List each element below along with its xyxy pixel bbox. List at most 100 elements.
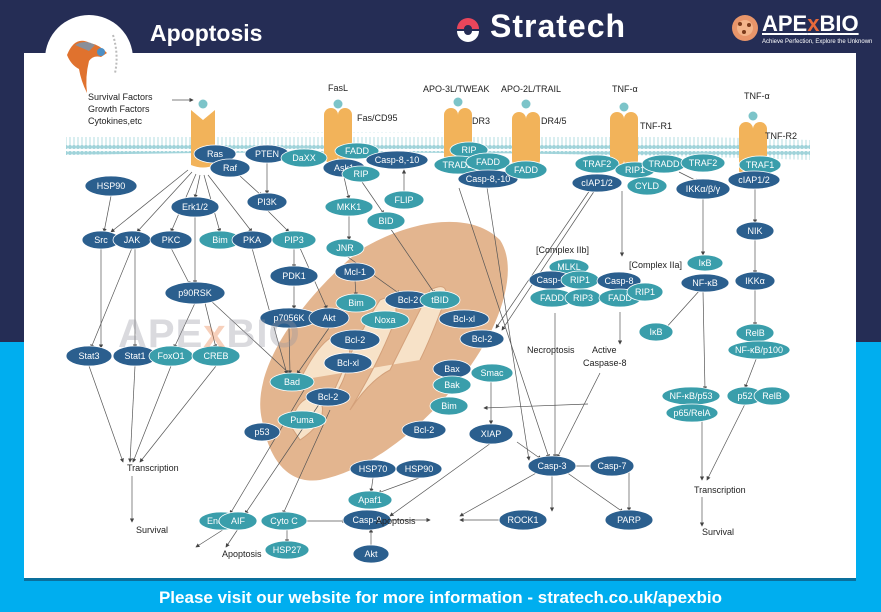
node-ikk-[interactable]: IKKα/β/γ <box>675 178 731 200</box>
node-hsp90[interactable]: HSP90 <box>84 175 138 197</box>
node-pkc[interactable]: PKC <box>149 230 193 250</box>
node-flip[interactable]: FLIP <box>383 190 425 210</box>
edge-arrow <box>556 372 601 459</box>
node-ikk-[interactable]: IKKα <box>734 271 776 291</box>
edge-arrow <box>495 189 591 329</box>
node-akt[interactable]: Akt <box>352 544 390 564</box>
node-tbid[interactable]: tBID <box>419 290 461 310</box>
label-necroptosis: Necroptosis <box>527 345 575 355</box>
node-hsp90[interactable]: HSP90 <box>395 459 443 479</box>
node-label: RIP <box>353 169 368 179</box>
node-shape <box>527 455 577 477</box>
node-label: PI3K <box>257 197 277 207</box>
node-shape <box>271 230 317 250</box>
node-casp-8-10[interactable]: Casp-8,-10 <box>365 150 429 170</box>
node-hsp27[interactable]: HSP27 <box>264 540 310 560</box>
node-tradd[interactable]: TRADD <box>641 154 687 174</box>
node-pka[interactable]: PKA <box>231 230 273 250</box>
node-label: Bim <box>348 298 364 308</box>
node-bad[interactable]: Bad <box>269 372 315 392</box>
node-casp-8-10[interactable]: Casp-8,-10 <box>457 169 519 189</box>
node-i-b[interactable]: IκB <box>638 322 674 342</box>
edge-arrow <box>170 247 191 286</box>
node-label: HSP70 <box>359 464 388 474</box>
node-casp-9[interactable]: Casp-9 <box>342 509 392 531</box>
node-bim[interactable]: Bim <box>335 293 377 313</box>
node-p53[interactable]: p53 <box>243 422 281 442</box>
node-label: RIP1 <box>635 287 655 297</box>
node-bax[interactable]: Bax <box>432 359 472 379</box>
node-bim[interactable]: Bim <box>429 396 469 416</box>
node-fadd[interactable]: FADD <box>465 152 511 172</box>
node-ras[interactable]: Ras <box>193 144 237 164</box>
node-traf2[interactable]: TRAF2 <box>574 154 620 174</box>
node-cyto-c[interactable]: Cyto C <box>260 511 308 531</box>
node-ciap1-2[interactable]: cIAP1/2 <box>571 173 623 193</box>
node-smac[interactable]: Smac <box>470 363 514 383</box>
node-bcl-2[interactable]: Bcl-2 <box>329 329 381 351</box>
ligand-dot <box>748 111 758 121</box>
node-rip3[interactable]: RIP3 <box>564 288 602 308</box>
node-aif[interactable]: AIF <box>218 511 258 531</box>
node-fadd[interactable]: FADD <box>504 160 548 180</box>
node-casp-3[interactable]: Casp-3 <box>527 455 577 477</box>
node-bcl-2[interactable]: Bcl-2 <box>401 420 447 440</box>
node-hsp70[interactable]: HSP70 <box>349 459 397 479</box>
node-label: NIK <box>747 226 762 236</box>
node-pi3k[interactable]: PI3K <box>246 192 288 212</box>
node-ciap1-2[interactable]: cIAP1/2 <box>727 170 781 190</box>
node-stat3[interactable]: Stat3 <box>65 345 113 367</box>
label-complex2b: [Complex IIb] <box>536 245 589 255</box>
node-pip3[interactable]: PIP3 <box>271 230 317 250</box>
node-cyld[interactable]: CYLD <box>626 176 668 196</box>
node-label: FADD <box>608 293 633 303</box>
node-akt[interactable]: Akt <box>308 307 350 329</box>
node-p90rsk[interactable]: p90RSK <box>164 281 226 305</box>
node-relb[interactable]: RelB <box>735 323 775 343</box>
node-rip1[interactable]: RIP1 <box>626 282 664 302</box>
node-pdk1[interactable]: PDK1 <box>269 265 319 287</box>
node-fadd[interactable]: FADD <box>334 142 380 160</box>
node-daxx[interactable]: DaXX <box>280 148 328 168</box>
node-i-b[interactable]: IκB <box>686 254 724 272</box>
node-noxa[interactable]: Noxa <box>360 310 410 330</box>
node-rip1[interactable]: RIP1 <box>560 270 600 290</box>
node-mkk1[interactable]: MKK1 <box>324 197 374 217</box>
node-creb[interactable]: CREB <box>191 345 241 367</box>
edge-arrow <box>361 181 385 215</box>
node-relb[interactable]: RelB <box>753 386 791 406</box>
node-apaf1[interactable]: Apaf1 <box>347 490 393 510</box>
node-shape <box>735 221 775 241</box>
edge-arrow <box>229 379 311 515</box>
node-mcl-1[interactable]: Mcl-1 <box>334 262 376 282</box>
node-xiap[interactable]: XIAP <box>468 423 514 445</box>
node-bcl-xl[interactable]: Bcl-xl <box>323 352 373 374</box>
node-label: Ask1 <box>334 163 354 173</box>
node-nik[interactable]: NIK <box>735 221 775 241</box>
apexbio-brand: APExBIO <box>762 11 859 37</box>
node-raf[interactable]: Raf <box>209 158 251 178</box>
node-bcl-2[interactable]: Bcl-2 <box>459 329 505 349</box>
node-casp-7[interactable]: Casp-7 <box>589 455 635 477</box>
node-erk1-2[interactable]: Erk1/2 <box>170 196 220 218</box>
node-rock1[interactable]: ROCK1 <box>498 509 548 531</box>
node-nf-b[interactable]: NF-κB <box>680 273 730 293</box>
node-parp[interactable]: PARP <box>604 509 654 531</box>
node-bcl-xl[interactable]: Bcl-xl <box>438 309 490 329</box>
node-jak[interactable]: JAK <box>112 230 152 250</box>
node-puma[interactable]: Puma <box>277 410 327 430</box>
node-p65-rela[interactable]: p65/RelA <box>665 403 719 423</box>
node-nf-b-p100[interactable]: NF-κB/p100 <box>727 340 791 360</box>
node-jnr[interactable]: JNR <box>325 238 365 258</box>
node-shape <box>383 190 425 210</box>
edge-arrow <box>565 471 624 513</box>
node-rip[interactable]: RIP <box>341 165 381 183</box>
node-nf-b-p53[interactable]: NF-κB/p53 <box>661 386 721 406</box>
node-traf2[interactable]: TRAF2 <box>680 153 726 173</box>
node-bak[interactable]: Bak <box>432 375 472 395</box>
node-bcl-2[interactable]: Bcl-2 <box>305 387 351 407</box>
node-casp-8[interactable]: Casp-8 <box>596 271 642 291</box>
receptor <box>512 112 540 167</box>
edge-arrow <box>353 279 358 297</box>
node-bid[interactable]: BID <box>366 211 406 231</box>
